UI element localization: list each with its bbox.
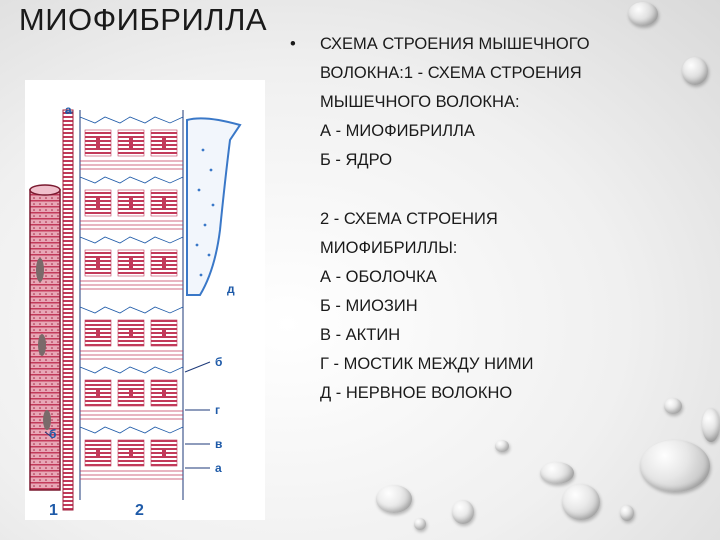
part1-item: Б - ЯДРО (320, 151, 393, 169)
m-line (129, 138, 133, 148)
water-drop-decoration (376, 485, 412, 513)
nerve-fiber (186, 117, 242, 296)
m-line (162, 258, 166, 268)
m-line (162, 388, 166, 398)
m-line (162, 448, 166, 458)
m-line (129, 198, 133, 208)
m-line (96, 198, 100, 208)
m-line (129, 388, 133, 398)
myofibril-column (62, 109, 74, 511)
description-text: • СХЕМА СТРОЕНИЯ МЫШЕЧНОГО ВОЛОКНА:1 - С… (282, 30, 702, 408)
water-drop-decoration (620, 505, 634, 521)
m-line (96, 448, 100, 458)
water-drop-decoration (628, 2, 658, 26)
water-drop-decoration (702, 408, 720, 442)
m-line (96, 258, 100, 268)
m-line (162, 198, 166, 208)
label-pointers (44, 111, 211, 469)
z-line (79, 236, 184, 244)
myofibril-diagram-svg: а д б г в а б 1 2 (29, 103, 242, 519)
water-drop-decoration (495, 440, 509, 452)
z-line (79, 366, 184, 374)
label-g: г (215, 403, 220, 417)
heading-line-2: ВОЛОКНА:1 - СХЕМА СТРОЕНИЯ (320, 64, 582, 82)
label-b-right: б (215, 355, 222, 369)
slide-title: МИОФИБРИЛЛА (18, 2, 268, 37)
m-line (129, 258, 133, 268)
label-d: д (227, 282, 235, 296)
part2-heading-2: МИОФИБРИЛЛЫ: (320, 239, 458, 257)
m-line (162, 138, 166, 148)
sarcomere-block (79, 110, 184, 500)
label-fig1: 1 (49, 502, 58, 519)
water-drop-decoration (682, 57, 708, 85)
part1-item: А - МИОФИБРИЛЛА (320, 122, 475, 140)
z-line (79, 306, 184, 314)
z-line (79, 176, 184, 184)
water-drop-decoration (414, 518, 426, 530)
m-line (162, 328, 166, 338)
m-line (96, 138, 100, 148)
part2-item: Б - МИОЗИН (320, 297, 418, 315)
myosin-band (117, 379, 145, 407)
label-b-left: б (49, 427, 56, 441)
part2-item: А - ОБОЛОЧКА (320, 268, 437, 286)
myofibril-diagram: а д б г в а б 1 2 (25, 80, 265, 520)
muscle-fiber-cylinder (29, 184, 61, 491)
m-line (96, 388, 100, 398)
label-v: в (215, 437, 222, 451)
label-a-bottom: а (215, 461, 222, 475)
m-line (96, 328, 100, 338)
heading-line-3: МЫШЕЧНОГО ВОЛОКНА: (320, 93, 520, 111)
water-drop-decoration (540, 462, 574, 484)
label-fig2: 2 (135, 502, 144, 519)
water-drop-decoration (640, 440, 710, 492)
heading-line-1: СХЕМА СТРОЕНИЯ МЫШЕЧНОГО (320, 35, 590, 53)
label-a-top: а (65, 103, 72, 117)
water-drop-decoration (452, 500, 474, 524)
water-drop-decoration (664, 398, 682, 414)
part2-heading-1: 2 - СХЕМА СТРОЕНИЯ (320, 210, 498, 228)
m-line (129, 448, 133, 458)
part2-item: В - АКТИН (320, 326, 401, 344)
m-line (129, 328, 133, 338)
part2-item: Д - НЕРВНОЕ ВОЛОКНО (320, 384, 513, 402)
myosin-band (150, 249, 178, 277)
z-line (79, 116, 184, 124)
bullet-marker: • (290, 35, 296, 53)
part2-item: Г - МОСТИК МЕЖДУ НИМИ (320, 355, 534, 373)
water-drop-decoration (562, 484, 600, 520)
bullet-line: • СХЕМА СТРОЕНИЯ МЫШЕЧНОГО (282, 30, 702, 59)
z-line (79, 426, 184, 434)
myosin-bands (79, 116, 184, 480)
